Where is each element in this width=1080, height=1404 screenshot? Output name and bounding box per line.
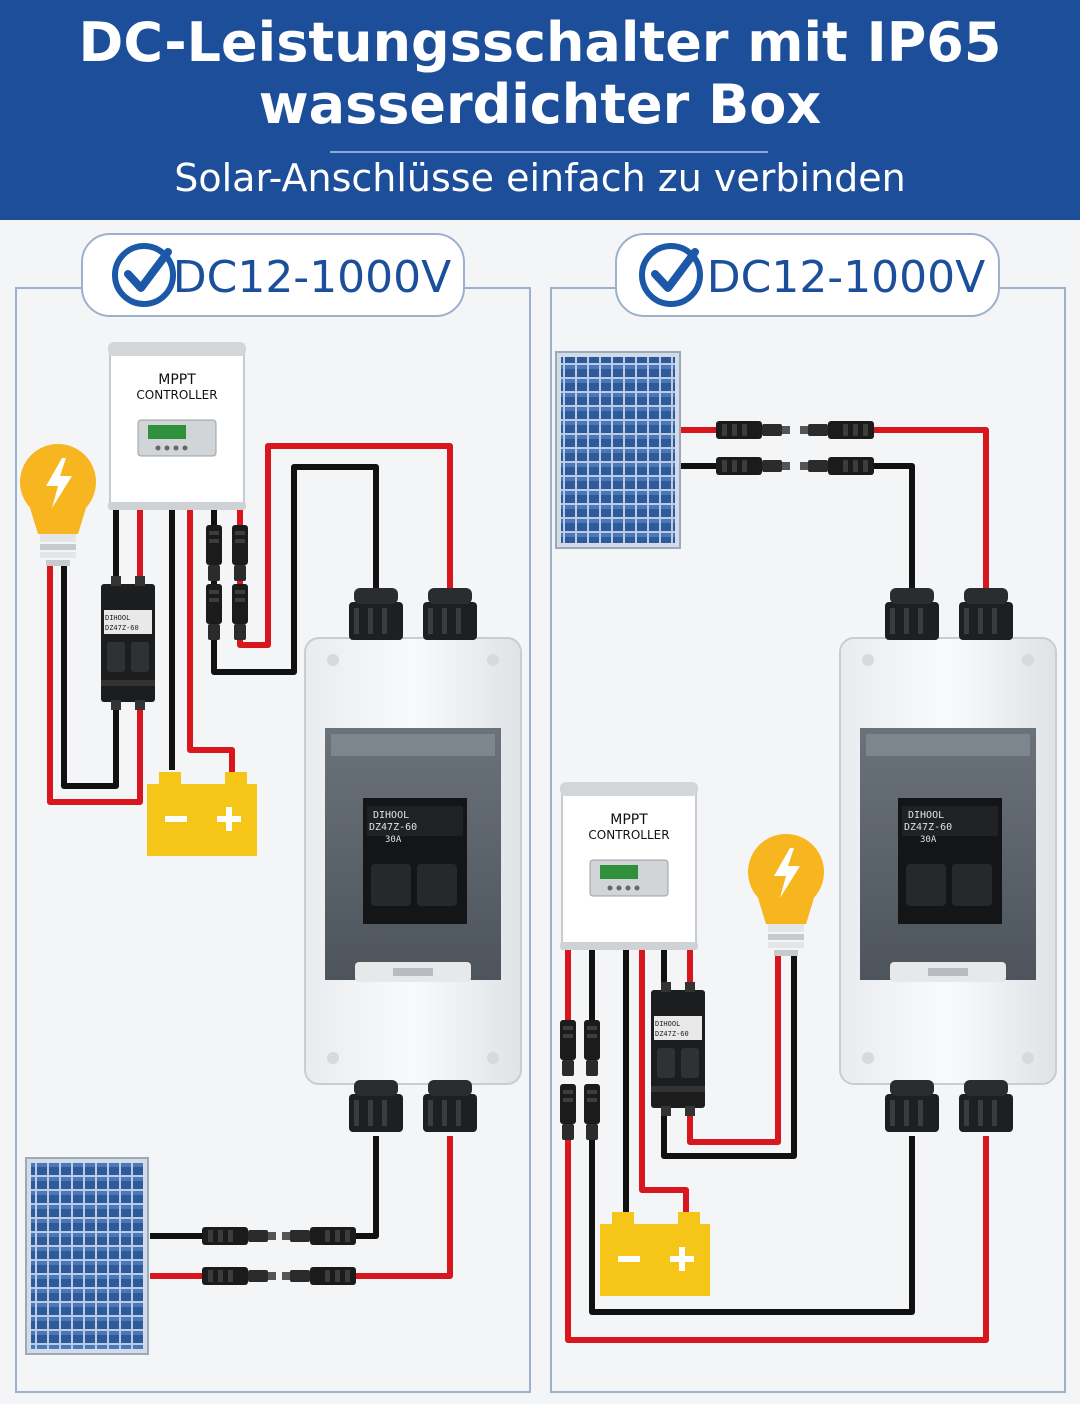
mc4-connector-icon: [202, 1227, 356, 1285]
check-circle-icon: [639, 243, 703, 307]
page-subtitle: Solar-Anschlüsse einfach zu verbinden: [174, 156, 906, 200]
voltage-label: DC12-1000V: [173, 252, 452, 303]
waterproof-box-icon: DIHOOL DZ47Z-60 30A: [839, 637, 1057, 1085]
circuit-breaker-icon: DIHOOL DZ47Z-60: [101, 576, 155, 710]
solar-panel-icon: [25, 1157, 149, 1355]
panel-frame-right: [550, 287, 1066, 1393]
panel-frame-left: [15, 287, 531, 1393]
voltage-badge-right: DC12-1000V: [615, 233, 1000, 317]
breaker-model-small: DZ47Z-60: [105, 624, 139, 632]
breaker-brand: DIHOOL: [373, 810, 409, 821]
header-banner: DC-Leistungsschalter mit IP65 wasserdich…: [0, 0, 1080, 220]
voltage-label: DC12-1000V: [707, 252, 986, 303]
controller-label-2: CONTROLLER: [588, 828, 669, 842]
controller-label-1: MPPT: [158, 372, 196, 388]
breaker-rating: 30A: [920, 835, 937, 845]
light-bulb-icon: [748, 834, 824, 956]
check-circle-icon: [112, 243, 176, 307]
breaker-brand-small: DIHOOL: [655, 1020, 680, 1028]
breaker-brand-small: DIHOOL: [105, 614, 130, 622]
waterproof-box-icon: DIHOOL DZ47Z-60 30A: [304, 637, 522, 1085]
mc4-connector-icon: [716, 421, 874, 475]
mppt-controller-icon: MPPT CONTROLLER: [559, 781, 699, 951]
light-bulb-icon: [20, 444, 96, 566]
breaker-model-small: DZ47Z-60: [655, 1030, 689, 1038]
mppt-controller-icon: MPPT CONTROLLER: [107, 341, 247, 511]
mc4-connector-icon: [560, 1020, 600, 1140]
header-divider: [330, 151, 768, 153]
breaker-rating: 30A: [385, 835, 402, 845]
controller-label-1: MPPT: [610, 812, 648, 828]
battery-icon: [147, 772, 257, 856]
circuit-breaker-icon: DIHOOL DZ47Z-60: [651, 982, 705, 1116]
breaker-model: DZ47Z-60: [369, 822, 417, 833]
battery-icon: [600, 1212, 710, 1296]
page-title: DC-Leistungsschalter mit IP65 wasserdich…: [78, 11, 1002, 136]
wires-left: [47, 443, 453, 1279]
wires-right: [565, 427, 989, 1343]
breaker-model: DZ47Z-60: [904, 822, 952, 833]
controller-label-2: CONTROLLER: [136, 388, 217, 402]
voltage-badge-left: DC12-1000V: [81, 233, 465, 317]
solar-panel-icon: [555, 351, 681, 549]
breaker-brand: DIHOOL: [908, 810, 944, 821]
